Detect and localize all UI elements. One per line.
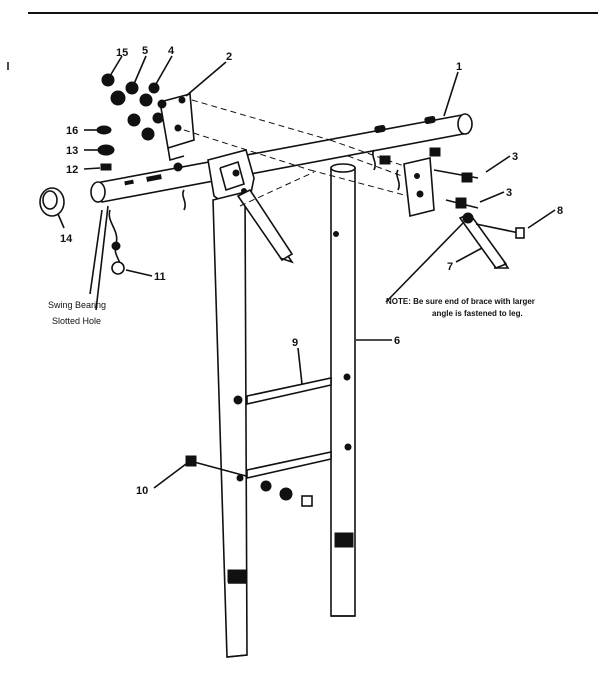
swing-hanger-part-11 bbox=[108, 149, 400, 275]
callout-16: 16 bbox=[66, 125, 78, 137]
callout-6: 6 bbox=[394, 335, 400, 347]
callout-14: 14 bbox=[60, 233, 73, 245]
ladder-rungs bbox=[246, 377, 332, 480]
leader-lines bbox=[57, 55, 556, 489]
callout-12: 12 bbox=[66, 164, 78, 176]
callout-4: 4 bbox=[168, 45, 175, 57]
callout-9: 9 bbox=[292, 337, 298, 349]
slotted-hole-label: Slotted Hole bbox=[52, 316, 101, 326]
callout-numbers: 15 5 4 2 1 16 13 12 14 11 3 3 8 7 6 9 10 bbox=[60, 45, 563, 497]
left-bracket-part-2 bbox=[159, 92, 195, 162]
rear-leg bbox=[330, 163, 356, 617]
front-leg bbox=[212, 190, 248, 658]
top-beam bbox=[90, 113, 473, 203]
callout-3-lower: 3 bbox=[506, 187, 512, 199]
callout-11: 11 bbox=[154, 271, 166, 283]
note-line-1: NOTE: Be sure end of brace with larger bbox=[386, 297, 535, 306]
callout-3-upper: 3 bbox=[512, 151, 518, 163]
swing-bearing-label: Swing Bearing bbox=[48, 300, 106, 310]
hardware-nuts-washers bbox=[101, 73, 167, 141]
front-leg-brace bbox=[236, 188, 294, 264]
callout-2: 2 bbox=[226, 51, 232, 63]
rear-bracket bbox=[379, 147, 441, 217]
assembly-dashed-lines bbox=[183, 99, 409, 207]
callout-15: 15 bbox=[116, 47, 128, 59]
callout-13: 13 bbox=[66, 145, 78, 157]
bolts bbox=[185, 169, 525, 507]
note-line-2: angle is fastened to leg. bbox=[432, 309, 523, 318]
hardware-stack-left bbox=[96, 125, 115, 171]
end-cap-part-14 bbox=[39, 187, 65, 217]
callout-1: 1 bbox=[456, 61, 462, 73]
callout-7: 7 bbox=[447, 261, 453, 273]
callout-8: 8 bbox=[557, 205, 563, 217]
callout-5: 5 bbox=[142, 45, 148, 57]
callout-10: 10 bbox=[136, 485, 148, 497]
